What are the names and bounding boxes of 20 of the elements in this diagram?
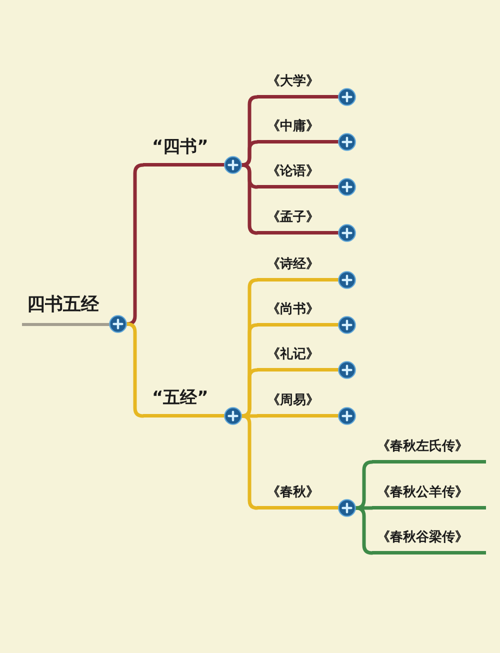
topic-label: 《尚书》 bbox=[267, 302, 319, 318]
branch-line bbox=[125, 163, 145, 326]
topic-label: 《论语》 bbox=[267, 164, 319, 180]
topic-label: 《中庸》 bbox=[267, 118, 319, 134]
topic-label: 《大学》 bbox=[267, 74, 319, 90]
topic-label: 《孟子》 bbox=[267, 210, 319, 226]
topic-label: 《春秋》 bbox=[267, 484, 319, 500]
central-topic-label: 四书五经 bbox=[27, 292, 99, 316]
topic-label: 《春秋左氏传》 bbox=[377, 438, 468, 454]
branch-line bbox=[354, 506, 374, 555]
branch-line bbox=[240, 163, 259, 235]
topic-label: 《诗经》 bbox=[267, 256, 319, 272]
topic-label: 《春秋谷梁传》 bbox=[377, 530, 468, 546]
topic-label: “五经” bbox=[152, 388, 208, 408]
topic-label: 《周易》 bbox=[267, 392, 319, 408]
topic-label: 《礼记》 bbox=[267, 346, 319, 362]
topic-label: 《春秋公羊传》 bbox=[377, 484, 468, 500]
topic-label: “四书” bbox=[152, 136, 208, 158]
branch-line bbox=[240, 140, 259, 167]
branch-line bbox=[125, 322, 145, 418]
